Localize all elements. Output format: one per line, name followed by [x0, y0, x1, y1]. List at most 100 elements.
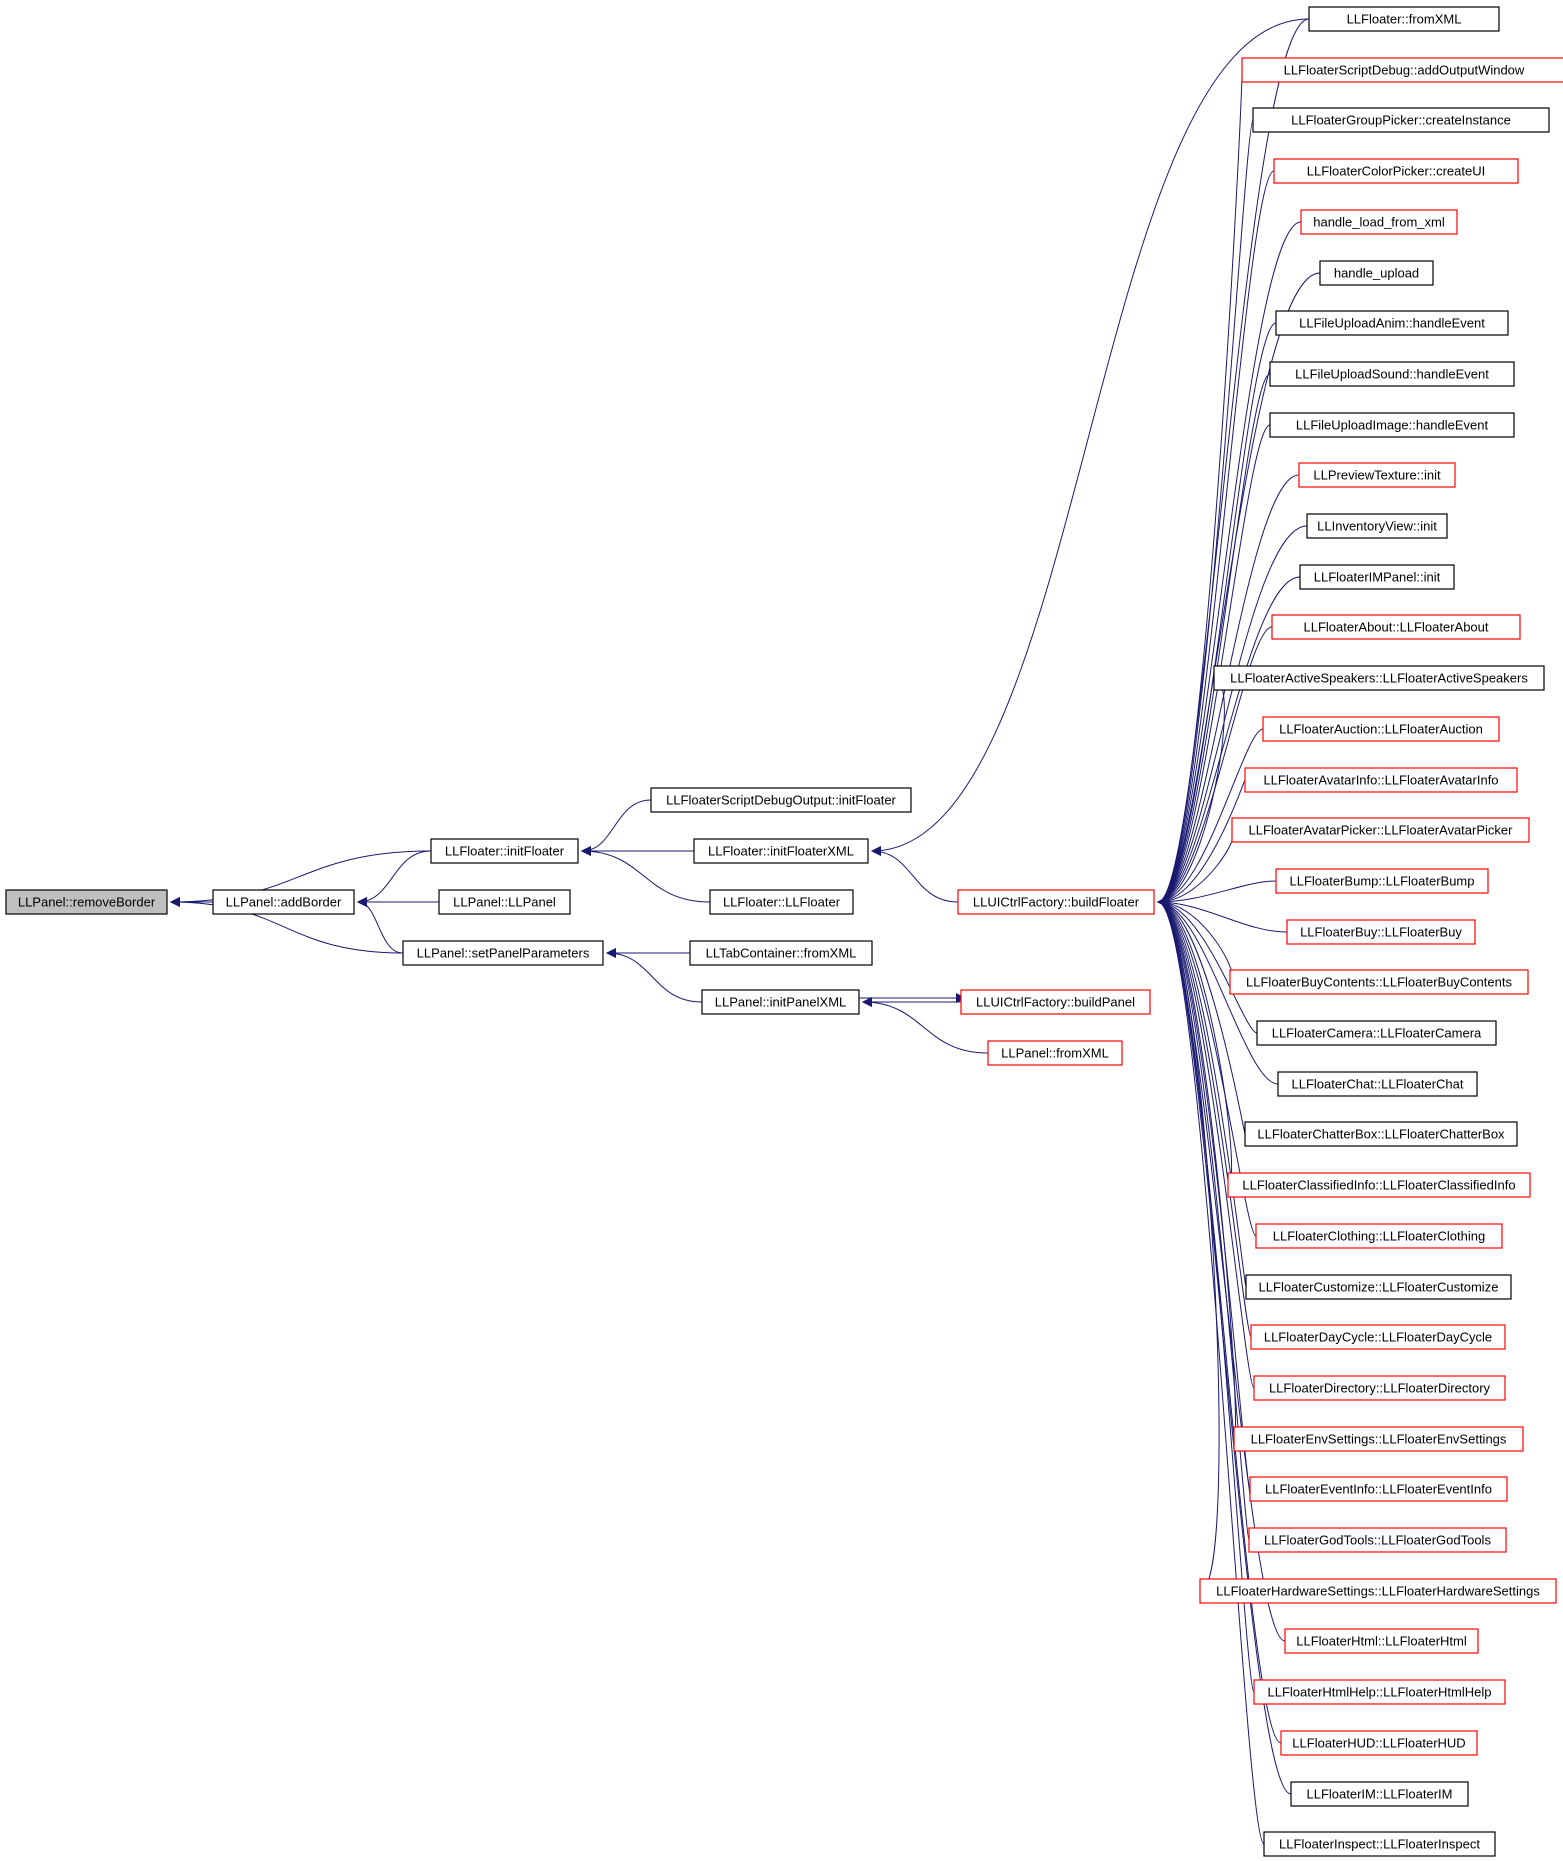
graph-node-r20[interactable]: LLFloaterCamera::LLFloaterCamera: [1256, 1020, 1497, 1046]
graph-node-r11[interactable]: LLFloaterIMPanel::init: [1299, 564, 1455, 590]
node-box: [1286, 919, 1476, 945]
graph-node-r22[interactable]: LLFloaterChatterBox::LLFloaterChatterBox: [1244, 1121, 1518, 1147]
graph-node-r26[interactable]: LLFloaterDayCycle::LLFloaterDayCycle: [1250, 1324, 1506, 1350]
edge-buildFloater-to-initFloaterXML: [871, 846, 959, 903]
node-label: LLFloaterBuy::LLFloaterBuy: [1300, 925, 1462, 940]
edge-r22-to-buildFloater: [1157, 897, 1246, 1135]
edge-r12-to-buildFloater: [1157, 626, 1273, 907]
graph-node-LLFloaterCtor[interactable]: LLFloater::LLFloater: [709, 889, 854, 915]
graph-node-tabFromXML[interactable]: LLTabContainer::fromXML: [689, 940, 873, 966]
graph-node-r33[interactable]: LLFloaterHtmlHelp::LLFloaterHtmlHelp: [1253, 1679, 1506, 1705]
graph-node-r0[interactable]: LLFloater::fromXML: [1308, 6, 1500, 32]
graph-node-initFloaterXML[interactable]: LLFloater::initFloaterXML: [693, 838, 869, 864]
graph-node-r17[interactable]: LLFloaterBump::LLFloaterBump: [1275, 868, 1489, 894]
node-box: [1252, 107, 1550, 133]
node-box: [212, 889, 355, 915]
graph-node-r30[interactable]: LLFloaterGodTools::LLFloaterGodTools: [1248, 1527, 1507, 1553]
graph-node-r36[interactable]: LLFloaterInspect::LLFloaterInspect: [1263, 1831, 1496, 1857]
node-label: LLFloater::initFloater: [445, 844, 565, 859]
graph-node-r10[interactable]: LLInventoryView::init: [1306, 513, 1448, 539]
edge-r20-to-buildFloater: [1157, 897, 1258, 1034]
graph-node-sdoInitFloater[interactable]: LLFloaterScriptDebugOutput::initFloater: [650, 787, 912, 813]
graph-node-r32[interactable]: LLFloaterHtml::LLFloaterHtml: [1284, 1628, 1479, 1654]
graph-node-r18[interactable]: LLFloaterBuy::LLFloaterBuy: [1286, 919, 1476, 945]
node-box: [957, 889, 1155, 915]
edge-initPanelXML-to-setPanelParameters: [606, 948, 703, 1003]
node-box: [5, 889, 168, 915]
node-box: [1290, 1781, 1469, 1807]
edge-r14-to-buildFloater: [1157, 728, 1264, 907]
graph-node-r1[interactable]: LLFloaterScriptDebug::addOutputWindow: [1241, 57, 1563, 83]
graph-node-panelFromXML[interactable]: LLPanel::fromXML: [987, 1040, 1123, 1066]
node-box: [693, 838, 869, 864]
node-label: LLFloaterCustomize::LLFloaterCustomize: [1259, 1280, 1499, 1295]
graph-node-buildPanel[interactable]: LLUICtrlFactory::buildPanel: [960, 989, 1151, 1015]
graph-node-r21[interactable]: LLFloaterChat::LLFloaterChat: [1277, 1071, 1478, 1097]
graph-node-r2[interactable]: LLFloaterGroupPicker::createInstance: [1252, 107, 1550, 133]
graph-node-r8[interactable]: LLFileUploadImage::handleEvent: [1269, 412, 1515, 438]
graph-node-r4[interactable]: handle_load_from_xml: [1300, 209, 1458, 235]
node-label: LLFloaterChat::LLFloaterChat: [1292, 1077, 1464, 1092]
graph-node-setPanelParameters[interactable]: LLPanel::setPanelParameters: [402, 940, 604, 966]
graph-node-buildFloater[interactable]: LLUICtrlFactory::buildFloater: [957, 889, 1155, 915]
graph-node-r16[interactable]: LLFloaterAvatarPicker::LLFloaterAvatarPi…: [1231, 817, 1530, 843]
graph-node-r24[interactable]: LLFloaterClothing::LLFloaterClothing: [1255, 1223, 1503, 1249]
node-box: [438, 889, 571, 915]
graph-node-r34[interactable]: LLFloaterHUD::LLFloaterHUD: [1280, 1730, 1478, 1756]
graph-node-r14[interactable]: LLFloaterAuction::LLFloaterAuction: [1262, 716, 1500, 742]
node-box: [1306, 513, 1448, 539]
node-label: LLFloaterAuction::LLFloaterAuction: [1279, 722, 1483, 737]
edge-r1-to-buildFloater: [1157, 69, 1243, 907]
graph-node-addBorder[interactable]: LLPanel::addBorder: [212, 889, 355, 915]
node-box: [1231, 817, 1530, 843]
graph-node-r23[interactable]: LLFloaterClassifiedInfo::LLFloaterClassi…: [1227, 1172, 1531, 1198]
edge-r15-to-buildFloater: [1157, 779, 1246, 907]
node-box: [1299, 564, 1455, 590]
edge-r11-to-buildFloater: [1157, 576, 1301, 907]
graph-node-r35[interactable]: LLFloaterIM::LLFloaterIM: [1290, 1781, 1469, 1807]
node-label: LLFloaterChatterBox::LLFloaterChatterBox: [1257, 1127, 1505, 1142]
node-box: [1319, 260, 1434, 286]
graph-node-r7[interactable]: LLFileUploadSound::handleEvent: [1269, 361, 1515, 387]
graph-node-r9[interactable]: LLPreviewTexture::init: [1298, 462, 1456, 488]
node-box: [1284, 1628, 1479, 1654]
graph-node-r6[interactable]: LLFileUploadAnim::handleEvent: [1275, 310, 1509, 336]
graph-node-r3[interactable]: LLFloaterColorPicker::createUI: [1273, 158, 1519, 184]
graph-node-r25[interactable]: LLFloaterCustomize::LLFloaterCustomize: [1245, 1274, 1512, 1300]
node-label: LLPreviewTexture::init: [1313, 468, 1441, 483]
edge-r7-to-buildFloater: [1157, 373, 1271, 907]
graph-node-LLPanelCtor[interactable]: LLPanel::LLPanel: [438, 889, 571, 915]
edge-LLFloaterCtor-to-initFloater: [581, 846, 711, 903]
edge-r21-to-buildFloater: [1157, 897, 1279, 1085]
graph-node-r28[interactable]: LLFloaterEnvSettings::LLFloaterEnvSettin…: [1233, 1426, 1524, 1452]
graph-node-initPanelXML[interactable]: LLPanel::initPanelXML: [701, 989, 860, 1015]
node-label: LLFloaterActiveSpeakers::LLFloaterActive…: [1230, 671, 1528, 686]
graph-node-r29[interactable]: LLFloaterEventInfo::LLFloaterEventInfo: [1249, 1476, 1508, 1502]
node-box: [430, 838, 579, 864]
edge-r26-to-buildFloater: [1157, 897, 1252, 1338]
graph-node-r15[interactable]: LLFloaterAvatarInfo::LLFloaterAvatarInfo: [1244, 767, 1518, 793]
node-label: LLFloaterHtml::LLFloaterHtml: [1296, 1634, 1467, 1649]
graph-node-r31[interactable]: LLFloaterHardwareSettings::LLFloaterHard…: [1199, 1578, 1557, 1604]
graph-node-r12[interactable]: LLFloaterAbout::LLFloaterAbout: [1271, 614, 1521, 640]
node-box: [1280, 1730, 1478, 1756]
graph-node-r13[interactable]: LLFloaterActiveSpeakers::LLFloaterActive…: [1213, 665, 1545, 691]
node-label: LLPanel::addBorder: [226, 895, 342, 910]
edge-r25-to-buildFloater: [1157, 897, 1247, 1288]
node-label: LLFileUploadImage::handleEvent: [1296, 418, 1489, 433]
edge-r31-to-buildFloater: [1157, 897, 1220, 1592]
node-box: [1273, 158, 1519, 184]
edge-r3-to-buildFloater: [1157, 170, 1275, 907]
edge-r8-to-buildFloater: [1157, 424, 1271, 907]
edge-panelFromXML-to-initPanelXML: [862, 997, 989, 1054]
node-label: LLFloater::initFloaterXML: [708, 844, 854, 859]
graph-node-r19[interactable]: LLFloaterBuyContents::LLFloaterBuyConten…: [1229, 969, 1529, 995]
graph-node-r27[interactable]: LLFloaterDirectory::LLFloaterDirectory: [1253, 1375, 1506, 1401]
graph-node-removeBorder[interactable]: LLPanel::removeBorder: [5, 889, 168, 915]
graph-node-initFloater[interactable]: LLFloater::initFloater: [430, 838, 579, 864]
node-label: LLFloaterScriptDebug::addOutputWindow: [1284, 63, 1525, 78]
edge-r2-to-buildFloater: [1157, 119, 1254, 907]
graph-node-r5[interactable]: handle_upload: [1319, 260, 1434, 286]
node-label: LLFloaterHardwareSettings::LLFloaterHard…: [1216, 1584, 1540, 1599]
